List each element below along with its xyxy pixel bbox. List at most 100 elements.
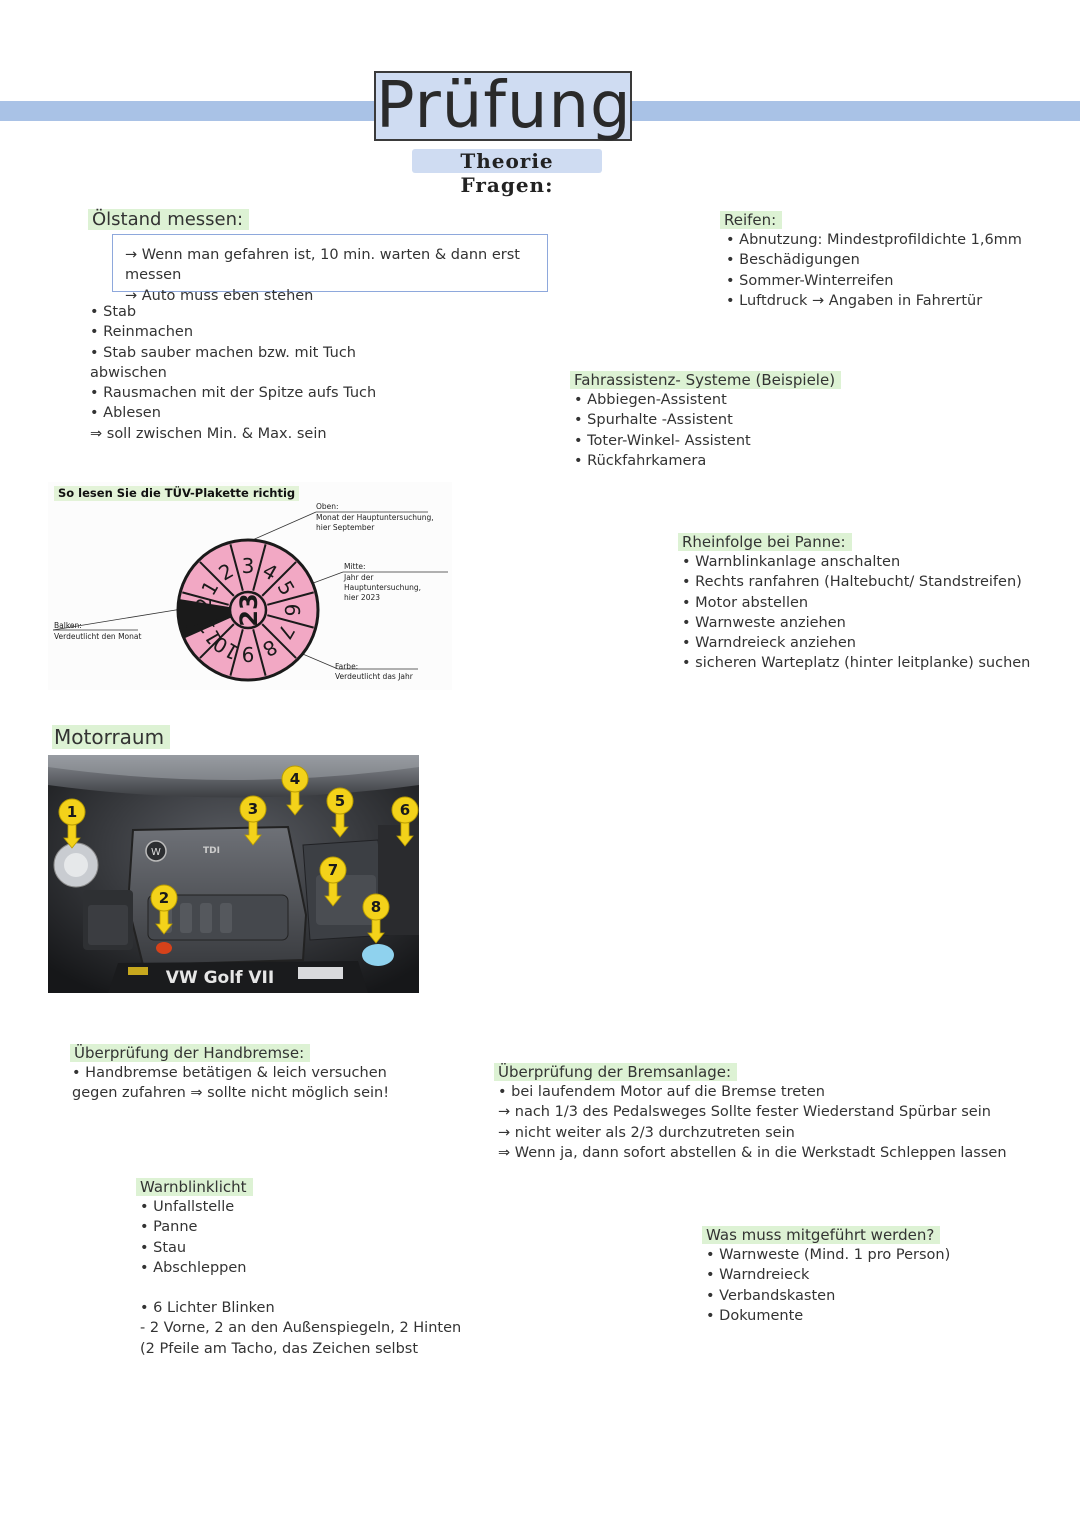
list-item: (2 Pfeile am Tacho, das Zeichen selbst: [140, 1340, 419, 1357]
engine-pin-8: 8: [362, 893, 390, 944]
header-band-left: [0, 101, 376, 121]
list-item: • Luftdruck → Angaben in Fahrertür: [726, 292, 983, 309]
handbremse-list: • Handbremse betätigen & leich versuchen…: [72, 1063, 389, 1104]
reifen-list: • Abnutzung: Mindestprofildichte 1,6mm •…: [726, 230, 1022, 311]
list-item: → nach 1/3 des Pedalsweges Sollte fester…: [498, 1104, 991, 1121]
rheinfolge-list: • Warnblinkanlage anschalten • Rechts ra…: [682, 552, 1030, 674]
engine-pin-label: 8: [371, 898, 381, 916]
tuv-oben-label: Oben:: [316, 502, 339, 511]
list-item: • Abbiegen-Assistent: [574, 392, 727, 408]
tuv-oben-text: Monat der Hauptuntersuchung, hier Septem…: [316, 513, 434, 532]
list-item: • Rausmachen mit der Spitze aufs Tuch: [90, 385, 377, 402]
list-item: • Abnutzung: Mindestprofildichte 1,6mm: [726, 232, 1022, 248]
bremsanlage-heading: Überprüfung der Bremsanlage:: [494, 1062, 738, 1082]
tuv-month-label: 6: [280, 604, 304, 617]
list-item: abwischen: [90, 364, 167, 381]
oelstand-note: → Auto muss eben stehen: [125, 287, 314, 304]
tuv-tick: [261, 623, 297, 659]
list-item: • Warndreieck anziehen: [682, 635, 856, 652]
tuv-mitte-text: Jahr der Hauptuntersuchung, hier 2023: [344, 573, 422, 602]
list-item: • Verbandskasten: [706, 1287, 836, 1304]
tuv-farbe-text: Verdeutlicht das Jahr: [335, 672, 413, 681]
tuv-month-label: 9: [242, 642, 255, 666]
list-item: • Stab sauber machen bzw. mit Tuch: [90, 344, 356, 361]
engine-pin-5: 5: [326, 787, 354, 838]
tuv-tick: [229, 629, 244, 676]
page-subtitle: Theorie Fragen:: [412, 149, 602, 197]
warnblinklicht-extra: • 6 Lichter Blinken - 2 Vorne, 2 an den …: [140, 1298, 461, 1359]
engine-pin-3: 3: [239, 795, 267, 846]
list-item: ⇒ soll zwischen Min. & Max. sein: [90, 425, 327, 442]
tuv-year: 23: [235, 593, 263, 626]
tuv-tick: [199, 561, 235, 597]
engine-pin-label: 2: [159, 889, 169, 907]
tuv-tick: [252, 629, 267, 676]
list-item: • Beschädigungen: [726, 252, 860, 269]
engine-tdi-label: TDI: [203, 846, 220, 856]
list-item: • Panne: [140, 1219, 198, 1236]
list-item: • sicheren Warteplatz (hinter leitplanke…: [682, 655, 1031, 672]
engine-bay-illustration: W TDI VW Golf VII 1 2 3 4 5 6 7 8: [48, 755, 419, 993]
engine-pin-label: 1: [67, 803, 77, 821]
tuv-tick: [229, 544, 244, 591]
oelstand-steps: • Stab • Reinmachen • Stab sauber machen…: [90, 302, 376, 444]
list-item: • Rechts ranfahren (Haltebucht/ Standstr…: [682, 574, 1022, 591]
tuv-tick: [261, 561, 297, 597]
engine-pin-7: 7: [319, 856, 347, 907]
list-item: ⇒ Wenn ja, dann sofort abstellen & in di…: [498, 1144, 1007, 1161]
tuv-mitte-label: Mitte:: [344, 562, 366, 571]
engine-bay-photo: W TDI VW Golf VII 1 2 3 4 5 6 7 8: [48, 755, 419, 993]
tuv-month-label: 12: [192, 597, 216, 622]
engine-pin-2: 2: [150, 884, 178, 935]
engine-pin-4: 4: [281, 765, 309, 816]
list-item: • Warndreieck: [706, 1267, 810, 1284]
list-item: • Dokumente: [706, 1307, 804, 1324]
list-item: • Abschleppen: [140, 1259, 247, 1276]
engine-pin-6: 6: [391, 796, 419, 847]
tuv-title: So lesen Sie die TÜV-Plakette richtig: [54, 486, 300, 501]
tuv-tick: [267, 591, 314, 606]
tuv-tick: [182, 591, 229, 606]
list-item: • Warnweste anziehen: [682, 614, 846, 631]
list-item: • Handbremse betätigen & leich versuchen: [72, 1065, 387, 1081]
list-item: • Sommer-Winterreifen: [726, 272, 894, 289]
engine-pin-label: 4: [290, 770, 300, 788]
tuv-month-label: 3: [242, 554, 255, 578]
list-item: → nicht weiter als 2/3 durchzutreten sei…: [498, 1124, 795, 1141]
oelstand-note: → Wenn man gefahren ist, 10 min. warten …: [125, 247, 520, 284]
warnblinklicht-list: • Unfallstelle • Panne • Stau • Abschlep…: [140, 1197, 246, 1278]
tuv-tick: [252, 544, 267, 591]
list-item: - 2 Vorne, 2 an den Außenspiegeln, 2 Hin…: [140, 1320, 462, 1337]
list-item: gegen zufahren ⇒ sollte nicht möglich se…: [72, 1085, 390, 1102]
mitfuehren-list: • Warnweste (Mind. 1 pro Person) • Warnd…: [706, 1245, 950, 1326]
oelstand-heading: Ölstand messen:: [88, 208, 250, 232]
list-item: • Warnblinkanlage anschalten: [682, 554, 901, 570]
engine-caption: VW Golf VII: [166, 968, 274, 988]
handbremse-heading: Überprüfung der Handbremse:: [70, 1043, 311, 1063]
list-item: • Ablesen: [90, 405, 161, 422]
engine-pin-label: 6: [400, 801, 410, 819]
tuv-tick: [182, 614, 229, 629]
list-item: • 6 Lichter Blinken: [140, 1300, 275, 1316]
header-band-right: [632, 101, 1080, 121]
svg-text:W: W: [151, 847, 161, 858]
list-item: • Stau: [140, 1239, 187, 1256]
warnblinklicht-heading: Warnblinklicht: [136, 1177, 253, 1197]
mitfuehren-heading: Was muss mitgeführt werden?: [702, 1225, 941, 1245]
engine-pin-1: 1: [58, 798, 86, 849]
fahrassistenz-heading: Fahrassistenz- Systeme (Beispiele): [570, 370, 842, 390]
tuv-farbe-label: Farbe:: [335, 662, 359, 671]
list-item: • bei laufendem Motor auf die Bremse tre…: [498, 1084, 825, 1100]
list-item: • Warnweste (Mind. 1 pro Person): [706, 1247, 951, 1263]
list-item: • Stab: [90, 304, 137, 320]
rheinfolge-heading: Rheinfolge bei Panne:: [678, 532, 852, 552]
list-item: • Rückfahrkamera: [574, 452, 707, 469]
tuv-tick: [267, 614, 314, 629]
engine-pin-label: 7: [328, 861, 338, 879]
list-item: • Spurhalte -Assistent: [574, 412, 733, 429]
list-item: • Motor abstellen: [682, 594, 809, 611]
fahrassistenz-list: • Abbiegen-Assistent • Spurhalte -Assist…: [574, 390, 751, 471]
